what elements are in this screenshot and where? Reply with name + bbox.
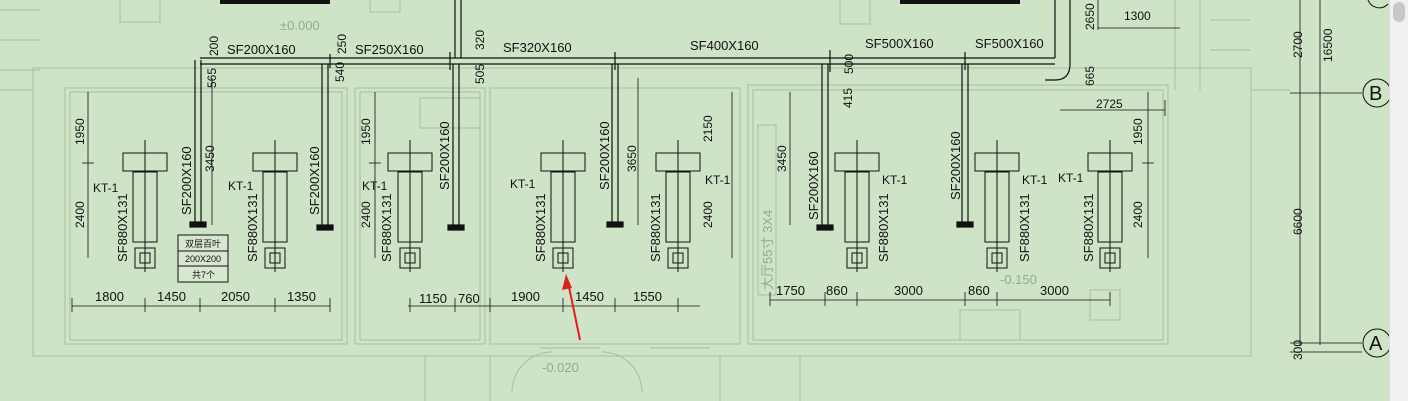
dim-top: 505 (473, 64, 487, 84)
dim-top: 320 (473, 30, 487, 50)
dim-bottom: 1150 (419, 291, 447, 306)
louver-size: 200X200 (185, 254, 221, 264)
dim-top: 665 (1083, 66, 1097, 86)
dim-top: 415 (841, 88, 855, 108)
dim-bottom: 1900 (511, 289, 540, 304)
dim-vertical: 2400 (73, 201, 87, 228)
louver-count: 共7个 (192, 270, 215, 280)
dim-top: 500 (842, 54, 856, 74)
dim-right: 300 (1291, 340, 1305, 360)
branch-ducts (189, 60, 974, 231)
top-hatch-marks (220, 0, 1020, 4)
branch-duct-label: SF200X160 (597, 121, 612, 190)
unit-duct-label: SF880X131 (115, 193, 130, 262)
dim-vertical: 2400 (359, 201, 373, 228)
dim-bottom: 3000 (1040, 283, 1069, 298)
room-outlines (0, 0, 1290, 401)
dim-bottom: 1450 (157, 289, 186, 304)
dim-top: 2725 (1096, 97, 1123, 111)
fan-coil-units (122, 140, 1133, 272)
dim-vertical: 1950 (1131, 118, 1145, 145)
dim-top: 2650 (1083, 3, 1097, 30)
axis-bubbles (1362, 0, 1392, 358)
dim-bottom: 860 (968, 283, 990, 298)
dim-vertical: 3450 (203, 145, 217, 172)
dim-bottom: 1800 (95, 289, 124, 304)
dim-right: 16500 (1321, 28, 1335, 62)
branch-duct-label: SF200X160 (307, 146, 322, 215)
dim-vertical: 3650 (625, 145, 639, 172)
duct-label-1: SF200X160 (227, 42, 296, 57)
axis-b-label: B (1369, 83, 1382, 105)
dim-bottom: 1550 (633, 289, 662, 304)
axis-a-label: A (1369, 333, 1383, 355)
unit-tag: KT-1 (362, 179, 388, 193)
dim-right: 6600 (1291, 208, 1305, 235)
duct-label-6: SF500X160 (975, 36, 1044, 51)
dim-bottom: 1450 (575, 289, 604, 304)
dim-top: 565 (205, 68, 219, 88)
unit-tag: KT-1 (510, 177, 536, 191)
dim-top: 1300 (1124, 9, 1151, 23)
dim-bottom: 860 (826, 283, 848, 298)
dim-right: 2700 (1291, 31, 1305, 58)
duct-label-3: SF320X160 (503, 40, 572, 55)
dim-top: 540 (333, 62, 347, 82)
louver-note-box (177, 234, 229, 283)
unit-duct-label: SF880X131 (245, 193, 260, 262)
dim-vertical: 1950 (359, 118, 373, 145)
red-pointer-arrow (562, 274, 581, 341)
dim-vertical: 1950 (73, 118, 87, 145)
unit-duct-label: SF880X131 (876, 193, 891, 262)
wall-note: 大厅55寸 3X4 (760, 210, 775, 290)
dim-bottom: 1750 (776, 283, 805, 298)
branch-duct-label: SF200X160 (179, 146, 194, 215)
scrollbar-thumb[interactable] (1393, 2, 1405, 22)
unit-tag: KT-1 (882, 173, 908, 187)
unit-duct-label: SF880X131 (1017, 193, 1032, 262)
unit-duct-label: SF880X131 (648, 193, 663, 262)
main-duct (200, 0, 1071, 81)
dim-vertical: 2400 (701, 201, 715, 228)
dimension-lines (71, 0, 1362, 353)
louver-type: 双层百叶 (185, 239, 221, 249)
level-top: ±0.000 (280, 18, 320, 33)
dim-top: 250 (335, 34, 349, 54)
dim-top: 200 (207, 36, 221, 56)
unit-duct-label: SF880X131 (1081, 193, 1096, 262)
duct-label-4: SF400X160 (690, 38, 759, 53)
branch-duct-label: SF200X160 (948, 131, 963, 200)
dim-vertical: 2400 (1131, 201, 1145, 228)
unit-tag: KT-1 (705, 173, 731, 187)
level-room: -0.150 (1000, 272, 1037, 287)
dim-bottom: 760 (458, 291, 480, 306)
unit-tag: KT-1 (228, 179, 254, 193)
duct-label-5: SF500X160 (865, 36, 934, 51)
dim-vertical: 3450 (775, 145, 789, 172)
branch-duct-label: SF200X160 (437, 121, 452, 190)
unit-duct-label: SF880X131 (379, 193, 394, 262)
dim-bottom: 3000 (894, 283, 923, 298)
level-bottom: -0.020 (542, 360, 579, 375)
duct-label-2: SF250X160 (355, 42, 424, 57)
dim-bottom: 1350 (287, 289, 316, 304)
vertical-scrollbar[interactable] (1389, 0, 1408, 401)
unit-tag: KT-1 (1022, 173, 1048, 187)
dim-bottom: 2050 (221, 289, 250, 304)
unit-tag: KT-1 (93, 181, 119, 195)
branch-duct-label: SF200X160 (806, 151, 821, 220)
unit-duct-label: SF880X131 (533, 193, 548, 262)
unit-tag: KT-1 (1058, 171, 1084, 185)
dim-vertical: 2150 (701, 115, 715, 142)
